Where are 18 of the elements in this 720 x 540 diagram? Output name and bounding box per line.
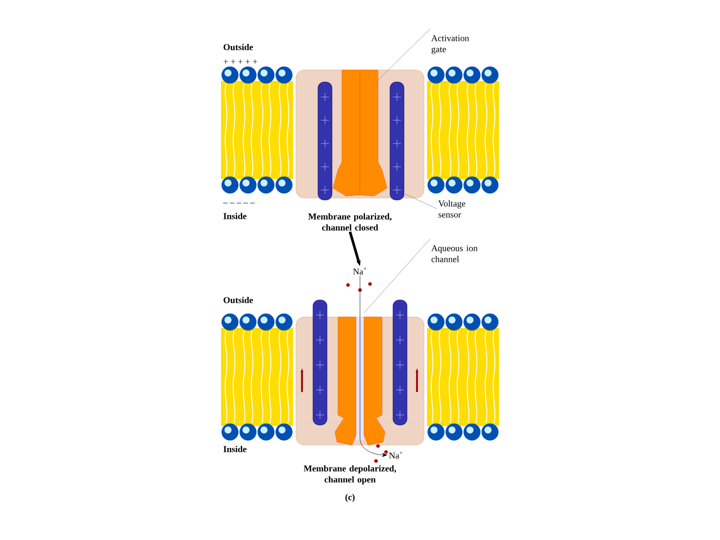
ion-label: Na$^{+}$ (389, 451, 402, 459)
charge-signs: – – – – – (223, 202, 255, 204)
caption: Membrane depolarized, channel open (304, 465, 396, 484)
callout-label: Aqueous ion channel (431, 245, 478, 262)
callout-label: Activation gate (431, 35, 470, 54)
side-label: Inside (224, 212, 246, 220)
side-label: Outside (224, 44, 253, 50)
side-label: Outside (224, 296, 253, 304)
caption: Membrane polarized, channel closed (308, 213, 392, 231)
ion-label: Na$^{+}$ (353, 267, 366, 275)
side-label: Inside (224, 446, 246, 452)
leader-line (364, 238, 430, 314)
arrow (360, 276, 388, 457)
callout-label: Voltage sensor (438, 200, 466, 218)
leader-line (404, 194, 438, 210)
panel-letter: (c) (345, 494, 355, 502)
leader-line (372, 28, 430, 86)
charge-signs: + + + + + (224, 59, 258, 64)
